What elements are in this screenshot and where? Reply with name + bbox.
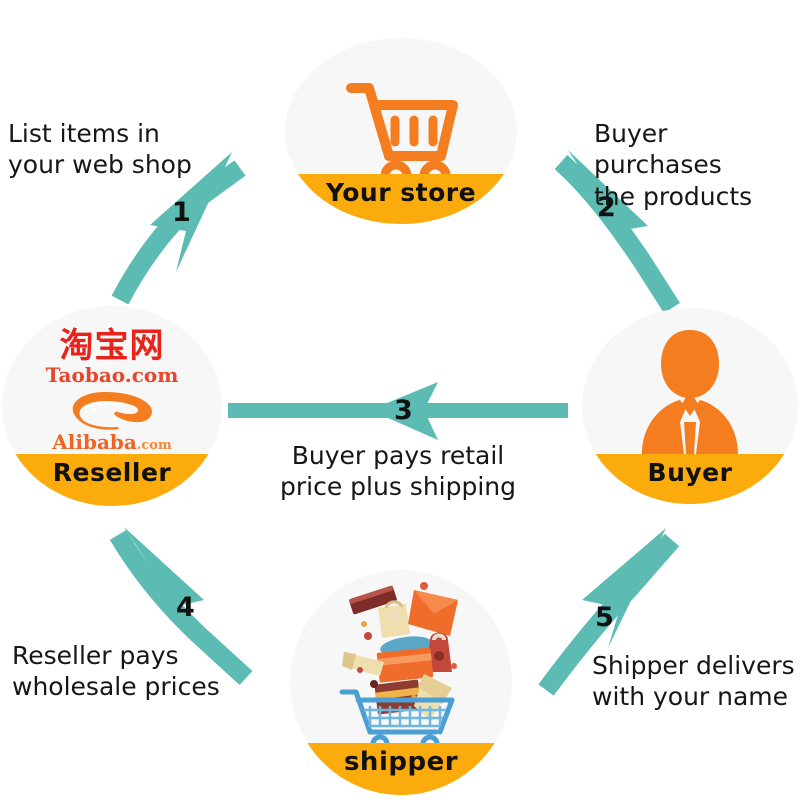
cart-with-parcels-icon	[290, 580, 512, 748]
node-label-band: shipper	[290, 743, 512, 795]
arrow-number-4: 4	[176, 592, 195, 623]
shopping-cart-icon	[285, 56, 517, 211]
step-caption-5: Shipper delivers with your name	[592, 651, 795, 712]
alibaba-mark-icon	[58, 388, 166, 434]
taobao-alibaba-logo: 淘宝网 Taobao.com Alibaba.com	[2, 324, 222, 456]
arrow-number-1: 1	[172, 197, 191, 228]
alibaba-dotcom-text: .com	[136, 437, 172, 453]
step-caption-3: Buyer pays retail price plus shipping	[280, 441, 517, 502]
node-label-your-store: Your store	[325, 178, 477, 207]
node-buyer[interactable]: Buyer	[582, 308, 798, 504]
arrow-number-2: 2	[597, 192, 616, 223]
step-caption-1: List items in your web shop	[8, 119, 192, 180]
node-your-store[interactable]: Your store	[285, 38, 517, 224]
step-caption-4: Reseller pays wholesale prices	[12, 641, 220, 702]
node-label-reseller: Reseller	[52, 458, 172, 487]
node-shipper[interactable]: shipper	[290, 570, 512, 795]
node-label-buyer: Buyer	[647, 458, 733, 487]
alibaba-name-text: Alibaba	[52, 429, 137, 454]
node-label-band: Reseller	[2, 454, 222, 506]
arrow-number-3: 3	[394, 395, 413, 426]
node-label-shipper: shipper	[343, 747, 459, 777]
step-caption-2: Buyer purchases the products	[594, 119, 753, 211]
person-bust-icon	[582, 324, 798, 459]
taobao-chinese-wordmark: 淘宝网	[59, 325, 165, 366]
taobao-latin-wordmark: Taobao.com	[45, 362, 179, 387]
alibaba-latin-wordmark: Alibaba.com	[52, 432, 171, 452]
node-reseller[interactable]: 淘宝网 Taobao.com Alibaba.com Reseller	[2, 306, 222, 506]
node-label-band: Your store	[285, 174, 517, 224]
arrow-number-5: 5	[595, 602, 614, 633]
node-label-band: Buyer	[582, 454, 798, 504]
